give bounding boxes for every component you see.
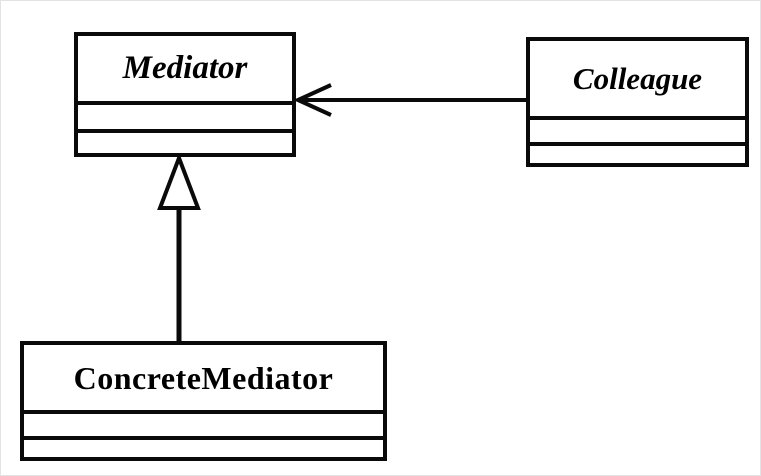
class-box-concretemediator[interactable]: ConcreteMediator bbox=[20, 341, 387, 461]
name-compartment: Colleague bbox=[530, 41, 745, 120]
generalization-concretemediator-to-mediator bbox=[157, 152, 201, 341]
class-name-mediator: Mediator bbox=[122, 50, 248, 86]
attributes-compartment bbox=[530, 120, 745, 146]
class-box-colleague[interactable]: Colleague bbox=[526, 37, 749, 167]
attributes-compartment bbox=[24, 414, 383, 440]
name-compartment: Mediator bbox=[78, 36, 292, 105]
operations-compartment bbox=[78, 133, 292, 153]
association-colleague-to-mediator bbox=[293, 83, 526, 117]
attributes-compartment bbox=[78, 105, 292, 133]
operations-compartment bbox=[530, 146, 745, 163]
class-name-colleague: Colleague bbox=[572, 61, 703, 96]
class-name-concretemediator: ConcreteMediator bbox=[73, 359, 334, 396]
open-arrow-icon bbox=[293, 83, 332, 117]
name-compartment: ConcreteMediator bbox=[24, 345, 383, 414]
operations-compartment bbox=[24, 440, 383, 457]
hollow-triangle-icon bbox=[157, 152, 201, 210]
class-box-mediator[interactable]: Mediator bbox=[74, 32, 296, 157]
